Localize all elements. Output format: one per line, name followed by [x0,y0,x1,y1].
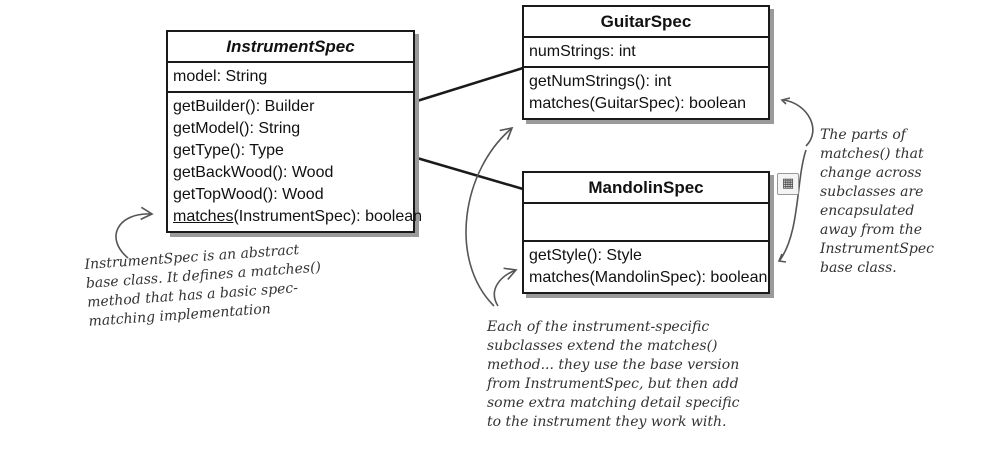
methods-section: getStyle(): Style matches(MandolinSpec):… [524,242,768,292]
note-encapsulated-parts: The parts of matches() that change acros… [820,126,934,278]
calculator-icon[interactable]: ▦ [777,173,799,195]
note-line: to the instrument they work with. [487,414,727,430]
note-line: some extra matching detail specific [487,395,740,411]
class-mandolin-spec: MandolinSpec getStyle(): Style matches(M… [522,171,770,294]
methods-section: getBuilder(): Builder getModel(): String… [168,93,422,231]
methods-section: getNumStrings(): int matches(GuitarSpec)… [524,68,768,118]
method: getTopWood(): Wood [173,186,324,203]
note-line: away from the [820,222,922,238]
method: matches(GuitarSpec): boolean [529,95,746,112]
note-line: subclasses extend the matches() [487,338,718,354]
class-name-instrument-spec: InstrumentSpec [168,32,413,63]
note-line: from InstrumentSpec, but then add [487,376,739,392]
class-guitar-spec: GuitarSpec numStrings: int getNumStrings… [522,5,770,120]
note-line: method... they use the base version [487,357,740,373]
class-name-mandolin-spec: MandolinSpec [524,173,768,204]
matches-method-name: matches [173,208,234,225]
note-line: Each of the instrument-specific [487,319,710,335]
class-name-guitar-spec: GuitarSpec [524,7,768,38]
note-line: matches() that [820,146,924,162]
method: getType(): Type [173,142,284,159]
method-matches: matches(InstrumentSpec): boolean [173,206,422,228]
attributes-section: model: String [168,63,413,93]
note-subclasses-extend: Each of the instrument-specific subclass… [487,318,740,432]
annotation-arrow-center-up [465,126,514,307]
method: matches(MandolinSpec): boolean [529,269,768,286]
method: getNumStrings(): int [529,73,672,90]
note-line: The parts of [820,127,906,143]
method: getModel(): String [173,120,301,137]
attribute: numStrings: int [529,43,636,60]
attribute: model: String [173,68,268,85]
annotation-arrow-right [779,99,814,261]
method: getBackWood(): Wood [173,164,334,181]
note-line: InstrumentSpec [820,241,934,257]
method: getStyle(): Style [529,247,642,264]
note-line: change across [820,165,922,181]
annotation-arrow-left [115,206,154,259]
attributes-section: numStrings: int [524,38,768,68]
note-line: encapsulated [820,203,915,219]
note-line: base class. [820,260,897,276]
note-line: subclasses are [820,184,924,200]
class-instrument-spec: InstrumentSpec model: String getBuilder(… [166,30,422,233]
attributes-section [524,204,768,242]
matches-method-signature: (InstrumentSpec): boolean [233,208,423,225]
annotation-arrow-center-mandolin [493,267,518,307]
inheritance-arrow-guitar [417,66,524,101]
inheritance-arrow-mandolin [417,158,524,191]
method: getBuilder(): Builder [173,98,315,115]
